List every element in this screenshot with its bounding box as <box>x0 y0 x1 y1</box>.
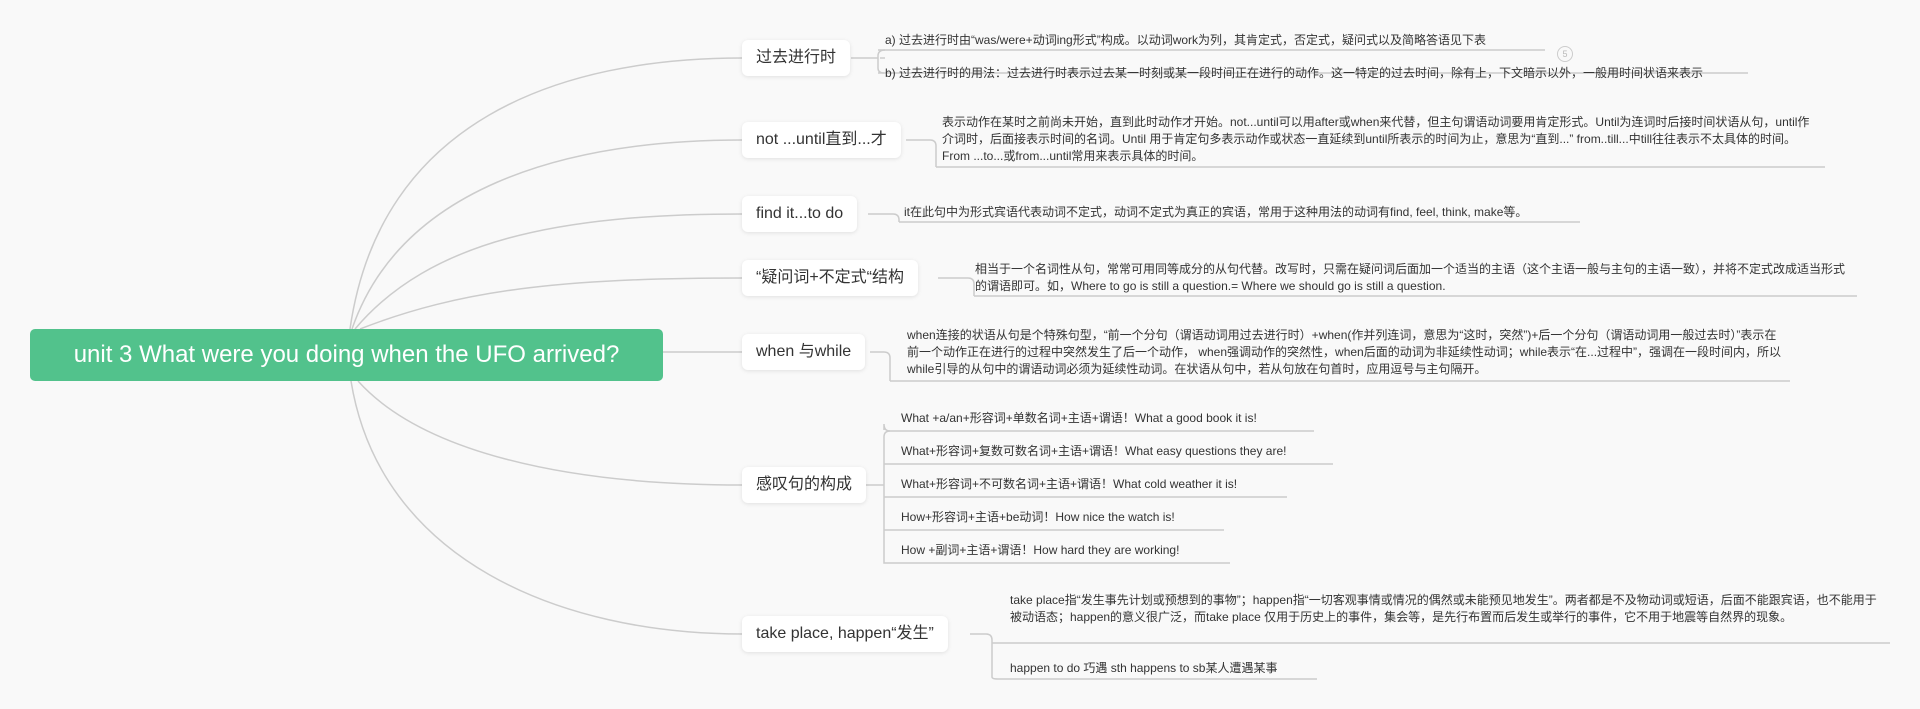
leaf-find-it-to-do[interactable]: it在此句中为形式宾语代表动词不定式，动词不定式为真正的宾语，常用于这种用法的动… <box>904 204 1527 224</box>
leaf-exclamatory-2[interactable]: What+形容词+复数可数名词+主语+谓语！What easy question… <box>901 443 1286 463</box>
topic-when-while[interactable]: when 与while <box>742 334 866 370</box>
leaf-exclamatory-5[interactable]: How +副词+主语+谓语！How hard they are working! <box>901 542 1179 562</box>
leaf-not-until[interactable]: 表示动作在某时之前尚未开始，直到此时动作才开始。not...until可以用af… <box>942 114 1812 168</box>
topic-take-place-happen[interactable]: take place, happen“发生” <box>742 616 948 652</box>
leaf-text: when连接的状语从句是个特殊句型，“前一个分句（谓语动词用过去进行时）+whe… <box>907 328 1782 376</box>
leaf-past-progressive-b[interactable]: b) 过去进行时的用法：过去进行时表示过去某一时刻或某一段时间正在进行的动作。这… <box>885 65 1703 85</box>
leaf-text: 表示动作在某时之前尚未开始，直到此时动作才开始。not...until可以用af… <box>942 115 1810 163</box>
topic-not-until[interactable]: not ...until直到...才 <box>742 122 901 158</box>
leaf-text: How +副词+主语+谓语！How hard they are working! <box>901 543 1180 557</box>
leaf-text: What+形容词+复数可数名词+主语+谓语！What easy question… <box>901 444 1287 458</box>
collapsed-count-badge[interactable]: 5 <box>1557 46 1573 62</box>
leaf-text: happen to do 巧遇 sth happens to sb某人遭遇某事 <box>1010 661 1278 675</box>
leaf-take-place-happen-1[interactable]: take place指“发生事先计划或预想到的事物”；happen指“一切客观事… <box>1010 592 1885 629</box>
leaf-text: How+形容词+主语+be动词！How nice the watch is! <box>901 510 1175 524</box>
leaf-text: What +a/an+形容词+单数名词+主语+谓语！What a good bo… <box>901 411 1257 425</box>
leaf-exclamatory-1[interactable]: What +a/an+形容词+单数名词+主语+谓语！What a good bo… <box>901 410 1257 430</box>
leaf-take-place-happen-2[interactable]: happen to do 巧遇 sth happens to sb某人遭遇某事 <box>1010 660 1277 680</box>
leaf-text: take place指“发生事先计划或预想到的事物”；happen指“一切客观事… <box>1010 593 1877 624</box>
leaf-exclamatory-4[interactable]: How+形容词+主语+be动词！How nice the watch is! <box>901 509 1175 529</box>
leaf-past-progressive-a[interactable]: a) 过去进行时由“was/were+动词ing形式”构成。以动词work为列，… <box>885 32 1486 52</box>
topic-question-word-infinitive[interactable]: “疑问词+不定式“结构 <box>742 260 919 296</box>
leaf-when-while[interactable]: when连接的状语从句是个特殊句型，“前一个分句（谓语动词用过去进行时）+whe… <box>907 327 1782 381</box>
topic-exclamatory-sentences[interactable]: 感叹句的构成 <box>742 467 867 503</box>
leaf-exclamatory-3[interactable]: What+形容词+不可数名词+主语+谓语！What cold weather i… <box>901 476 1237 496</box>
leaf-text: 相当于一个名词性从句，常常可用同等成分的从句代替。改写时，只需在疑问词后面加一个… <box>975 262 1846 293</box>
topic-find-it-to-do[interactable]: find it...to do <box>742 196 858 232</box>
leaf-text: it在此句中为形式宾语代表动词不定式，动词不定式为真正的宾语，常用于这种用法的动… <box>904 205 1528 219</box>
topic-past-progressive[interactable]: 过去进行时 <box>742 40 851 76</box>
root-topic[interactable]: unit 3 What were you doing when the UFO … <box>30 329 663 381</box>
leaf-question-word-infinitive[interactable]: 相当于一个名词性从句，常常可用同等成分的从句代替。改写时，只需在疑问词后面加一个… <box>975 261 1845 298</box>
leaf-text: What+形容词+不可数名词+主语+谓语！What cold weather i… <box>901 477 1238 491</box>
leaf-text: b) 过去进行时的用法：过去进行时表示过去某一时刻或某一段时间正在进行的动作。这… <box>885 66 1704 80</box>
leaf-text: a) 过去进行时由“was/were+动词ing形式”构成。以动词work为列，… <box>885 33 1487 47</box>
